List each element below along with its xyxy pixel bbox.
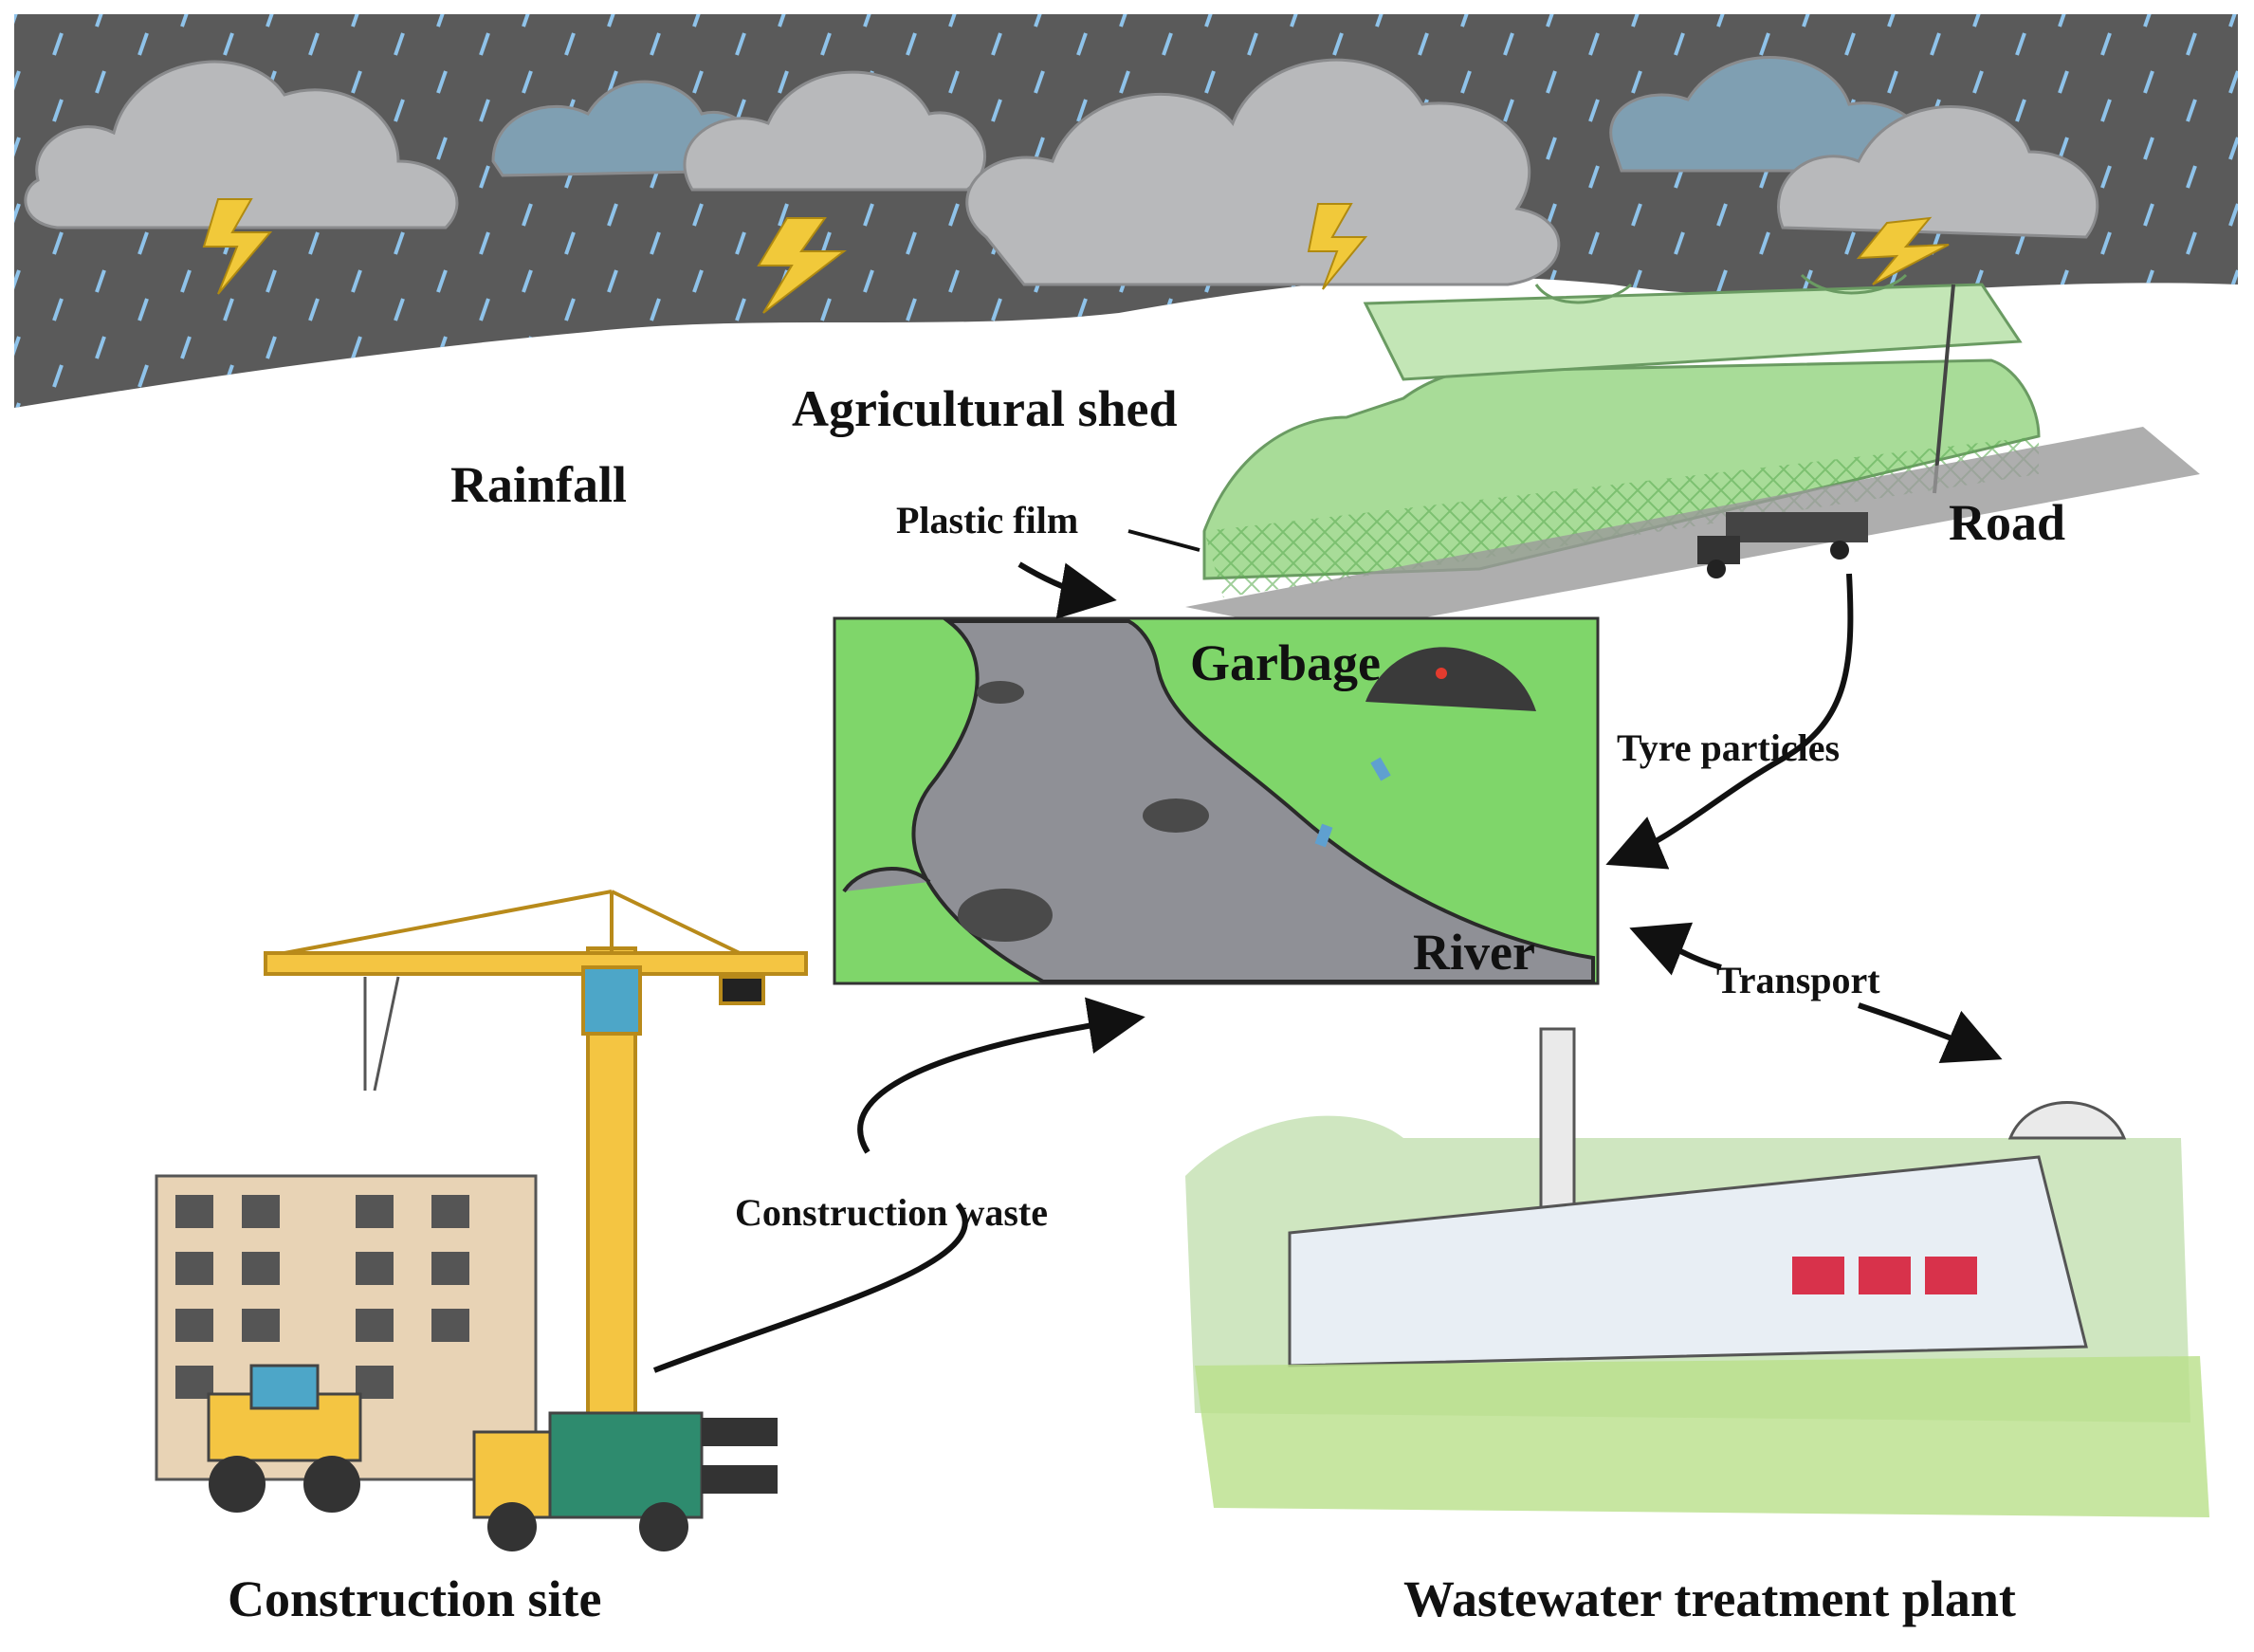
plastic-film-arrow <box>1017 561 1117 619</box>
garbage-pile-icon <box>1314 647 1536 848</box>
label-transport: Transport <box>1716 959 1880 1001</box>
construction-waste-arrow <box>652 1019 1128 1373</box>
label-rainfall: Rainfall <box>450 456 628 513</box>
label-wastewater-treatment-plant: Wastewater treatment plant <box>1403 1570 2016 1627</box>
tyre-particles-arrow <box>1605 573 1854 870</box>
greenhouse-icon <box>1202 273 2041 597</box>
road <box>1185 427 2200 635</box>
factory-icon <box>1185 1027 2209 1517</box>
storm-cloud-icon <box>24 56 2099 286</box>
label-garbage: Garbage <box>1190 634 1381 691</box>
label-plastic-film: Plastic film <box>896 499 1079 541</box>
bulldozer-icon <box>207 1364 778 1551</box>
label-construction-waste: Construction waste <box>735 1191 1048 1234</box>
plastic-film-leader <box>1127 529 1200 552</box>
lightning-icon <box>202 198 1950 314</box>
arrows <box>652 561 2003 1373</box>
label-agricultural-shed: Agricultural shed <box>792 380 1178 437</box>
label-construction-site: Construction site <box>228 1570 602 1627</box>
label-river: River <box>1413 924 1535 981</box>
transport-arrow-left <box>1629 922 1722 976</box>
crane-icon <box>264 890 808 1443</box>
truck-icon <box>1697 512 1868 578</box>
label-tyre-particles: Tyre particles <box>1617 726 1841 769</box>
label-road: Road <box>1949 494 2066 551</box>
transport-arrow-right <box>1858 1002 2003 1064</box>
